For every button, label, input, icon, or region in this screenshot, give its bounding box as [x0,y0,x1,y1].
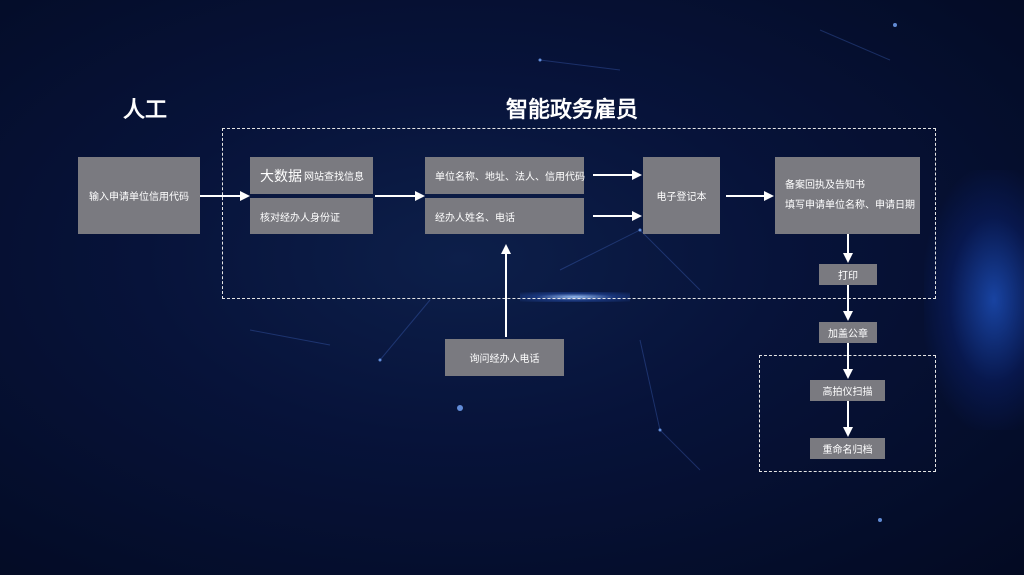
stamp-box: 加盖公章 [819,322,877,343]
e-register-box: 电子登记本 [643,157,720,234]
verify-id-box: 核对经办人身份证 [250,198,373,234]
unit-info-box: 单位名称、地址、法人、信用代码 [425,157,585,194]
filing-receipt-box: 备案回执及告知书 填写申请单位名称、申请日期 [775,157,920,234]
light-streak [520,292,630,302]
heading-manual: 人工 [123,98,168,123]
filing-line-2: 填写申请单位名称、申请日期 [785,199,915,211]
input-credit-code-box: 输入申请单位信用代码 [78,157,200,234]
bigdata-search-box: 大数据 网站查找信息 [250,157,373,194]
smart-process-region [222,128,936,299]
filing-line-1: 备案回执及告知书 [785,179,865,191]
ask-phone-box: 询问经办人电话 [445,339,564,376]
print-box: 打印 [819,264,877,285]
heading-smart-gov-employee: 智能政务雇员 [506,98,639,123]
handler-info-box: 经办人姓名、电话 [425,198,584,234]
bigdata-suffix: 网站查找信息 [304,172,364,183]
scan-box: 高拍仪扫描 [810,380,885,401]
rename-archive-box: 重命名归档 [810,438,885,459]
bigdata-prefix: 大数据 [260,168,302,185]
background-glow [924,170,1024,430]
